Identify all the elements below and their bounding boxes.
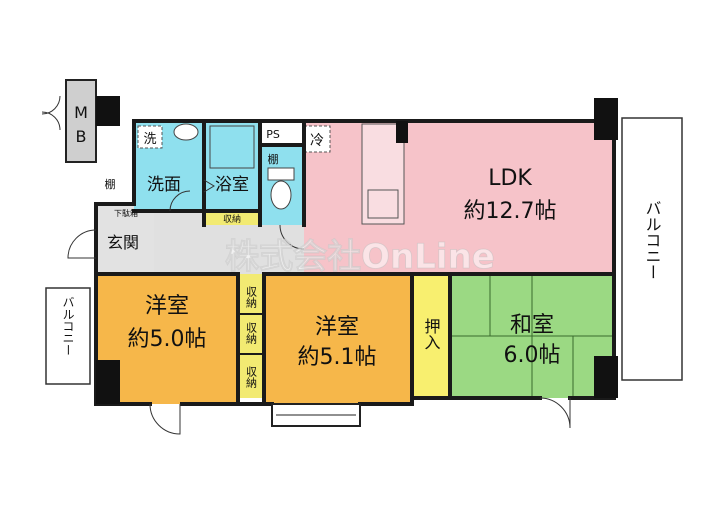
shelf-wc-label: 棚 — [268, 152, 279, 166]
closet-a — [238, 274, 264, 314]
tatami-lines — [450, 274, 614, 398]
balcony-west-label: バルコニー — [61, 296, 75, 356]
fridge-label: 冷 — [310, 133, 324, 149]
toilet-icon — [267, 167, 295, 210]
washer-label: 洗 — [143, 132, 156, 147]
western-1-name: 洋室 — [145, 294, 189, 319]
balcony-east — [621, 117, 683, 381]
oshiire-closet — [412, 274, 450, 398]
bath-name: 浴室 — [215, 175, 249, 195]
ldk-name: LDK — [488, 166, 532, 191]
western-1-size: 約5.0帖 — [128, 327, 207, 352]
meter-box-m: M — [74, 103, 88, 122]
ldk-room — [304, 121, 614, 274]
bath-room — [204, 121, 260, 211]
ldk-size: 約12.7帖 — [464, 199, 557, 224]
closet-b-label: 収納 — [245, 322, 258, 345]
door-swings — [41, 95, 571, 435]
watermark: 株式会社OnLine — [225, 237, 495, 277]
closet-c-label: 収納 — [245, 366, 258, 389]
entrance-name: 玄関 — [107, 233, 139, 252]
western-2-name: 洋室 — [315, 315, 359, 340]
japanese-name: 和室 — [510, 313, 554, 338]
washer-box — [137, 125, 163, 149]
western-2-size: 約5.1帖 — [298, 345, 377, 370]
pipe-space-label: PS — [266, 128, 280, 141]
japanese-size: 6.0帖 — [504, 343, 561, 368]
oshiire-label: 押入 — [422, 318, 441, 350]
storage-wash — [204, 211, 260, 225]
closet-a-label: 収納 — [245, 286, 258, 309]
sink-icon — [173, 123, 199, 141]
balcony-west — [45, 287, 91, 385]
meter-box-b: B — [76, 127, 87, 146]
balcony-east-label: バルコニー — [643, 200, 662, 280]
western-room-2 — [264, 274, 410, 404]
shelf-left-label: 棚 — [105, 177, 116, 191]
closet-dividers — [238, 313, 264, 355]
bathtub — [209, 125, 255, 169]
closet-c — [238, 354, 264, 398]
pillars — [96, 96, 618, 404]
closet-b — [238, 314, 264, 354]
washroom-name: 洗面 — [147, 175, 181, 195]
entrance-floor — [96, 204, 154, 272]
storage-wash-label: 収納 — [223, 213, 241, 225]
pipe-space — [260, 121, 304, 145]
shoe-box-label: 下駄箱 — [114, 208, 138, 218]
